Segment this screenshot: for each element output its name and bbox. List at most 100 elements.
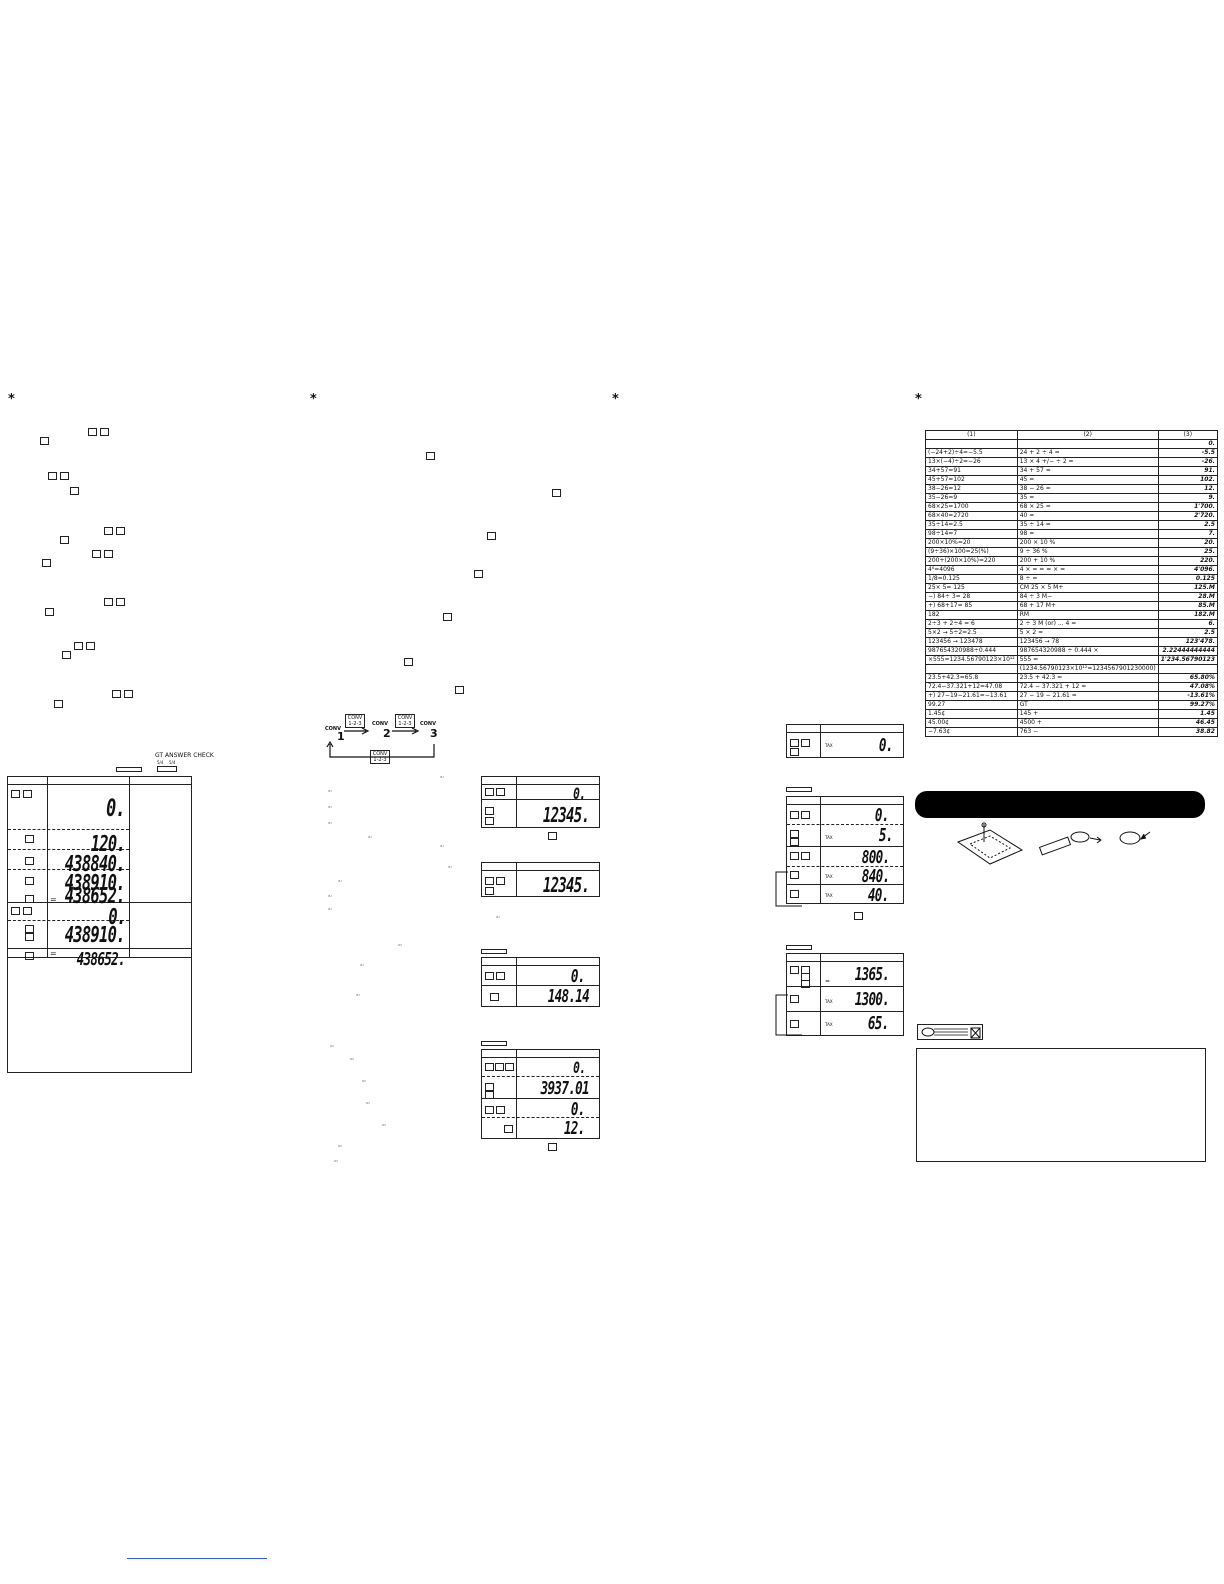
key-icon <box>25 925 34 933</box>
expression-cell: 23.5+42.3=65.8 <box>925 673 1018 683</box>
key-operation-cell: 123456 → 78 <box>1016 637 1159 647</box>
conv-step-icon: ⁽²⁾ <box>366 1101 370 1106</box>
table-header: (2) <box>1016 430 1159 440</box>
result-cell: 123'478. <box>1157 637 1218 647</box>
key-icon <box>496 877 505 885</box>
result-cell: 91. <box>1157 466 1218 476</box>
result-cell: 85.M <box>1157 601 1218 611</box>
result-cell: 0. <box>1157 439 1218 449</box>
key-icon <box>790 838 799 846</box>
lcd-display: 0. <box>571 966 585 987</box>
expression-cell: 45+57=102 <box>925 475 1018 485</box>
bracket-icon <box>775 994 802 1036</box>
mode-switch[interactable] <box>481 949 507 954</box>
disposal-notice <box>917 1024 983 1040</box>
tax-calc-example-1: TAX TAX TAX 0. 5. 800. 840. 40. <box>786 796 904 906</box>
key-icon <box>25 857 34 865</box>
expression-cell: 4⁶=4096 <box>925 565 1018 575</box>
lcd-display: 0. <box>571 1099 585 1120</box>
key-icon <box>116 527 125 535</box>
expression-cell: 68×25=1700 <box>925 502 1018 512</box>
key-icon <box>790 830 799 838</box>
key-icon <box>496 1106 505 1114</box>
expression-cell: 98÷14=7 <box>925 529 1018 539</box>
result-cell: 99.27% <box>1157 700 1218 710</box>
mode-switch[interactable] <box>786 787 812 792</box>
conv-label: CONV <box>372 721 388 727</box>
bracket-icon <box>775 871 802 907</box>
key-operation-cell: 35 = <box>1016 493 1159 503</box>
key-icon <box>54 700 63 708</box>
result-cell: 6. <box>1157 619 1218 629</box>
key-icon <box>23 790 32 798</box>
notes-box <box>916 1048 1206 1162</box>
result-cell: 12. <box>1157 484 1218 494</box>
key-icon <box>505 1063 514 1071</box>
key-icon <box>485 887 494 895</box>
key-icon <box>70 487 79 495</box>
conv-step-icon: ⁽¹⁾ <box>440 775 444 780</box>
key-icon <box>92 550 101 558</box>
rounding-switch[interactable] <box>116 767 142 772</box>
conv-step-icon: ⁽¹⁾ <box>338 879 342 884</box>
key-icon <box>790 748 799 756</box>
key-icon <box>485 1106 494 1114</box>
result-cell: 102. <box>1157 475 1218 485</box>
key-icon <box>25 835 34 843</box>
link-underline[interactable] <box>127 1558 267 1559</box>
expression-cell <box>925 439 1018 449</box>
key-icon <box>62 651 71 659</box>
expression-cell: 2÷3 + 2÷4 = 6 <box>925 619 1018 629</box>
key-icon <box>104 527 113 535</box>
key-operation-cell: 5 × 2 = <box>1016 628 1159 638</box>
example-table-1: 0. 120. 438840. 438910. 438652. 0. 43891… <box>7 776 192 1073</box>
conv-number: 3 <box>430 727 438 740</box>
expression-cell: 99.27 <box>925 700 1018 710</box>
mode-switch[interactable] <box>481 1041 507 1046</box>
lcd-display: 120. <box>90 832 126 857</box>
key-icon <box>790 890 799 898</box>
gt-switch[interactable] <box>157 766 177 772</box>
expression-cell: 5×2 → 5÷2=2.5 <box>925 628 1018 638</box>
conv-number: 2 <box>383 727 391 740</box>
key-icon <box>48 472 57 480</box>
key-icon <box>42 559 51 567</box>
expression-cell: 34+57=91 <box>925 466 1018 476</box>
key-icon <box>116 598 125 606</box>
key-operation-cell: 98 = <box>1016 529 1159 539</box>
expression-cell: 25× 5= 125 <box>925 583 1018 593</box>
conv-step-icon: ⁽¹⁾ <box>328 894 332 899</box>
conv-step-icon: ⁽²⁾ <box>398 943 402 948</box>
key-operation-cell: 200 × 10 % <box>1016 538 1159 548</box>
key-icon <box>60 472 69 480</box>
table-row: 0. <box>925 439 1218 449</box>
key-operation-cell: 555 = <box>1016 655 1159 665</box>
key-operation-cell: 40 = <box>1016 511 1159 521</box>
key-icon <box>790 871 799 879</box>
conv-step-icon: ⁽²⁾ <box>338 1144 342 1149</box>
key-icon <box>790 966 799 974</box>
key-operation-cell: 987654320988 ÷ 0.444 × <box>1016 646 1159 656</box>
key-icon <box>485 817 494 825</box>
result-cell: 182.M <box>1157 610 1218 620</box>
result-cell: 220. <box>1157 556 1218 566</box>
result-cell: 28.M <box>1157 592 1218 602</box>
mode-switch[interactable] <box>786 945 812 950</box>
result-cell: 9. <box>1157 493 1218 503</box>
conv-step-icon: ⁽¹⁾ <box>328 789 332 794</box>
lcd-display: 148.14 <box>547 986 590 1007</box>
key-icon <box>801 739 810 747</box>
lcd-display: 438910. <box>64 923 126 948</box>
conv-key-icon: CONV 1-2-3 <box>345 714 365 728</box>
